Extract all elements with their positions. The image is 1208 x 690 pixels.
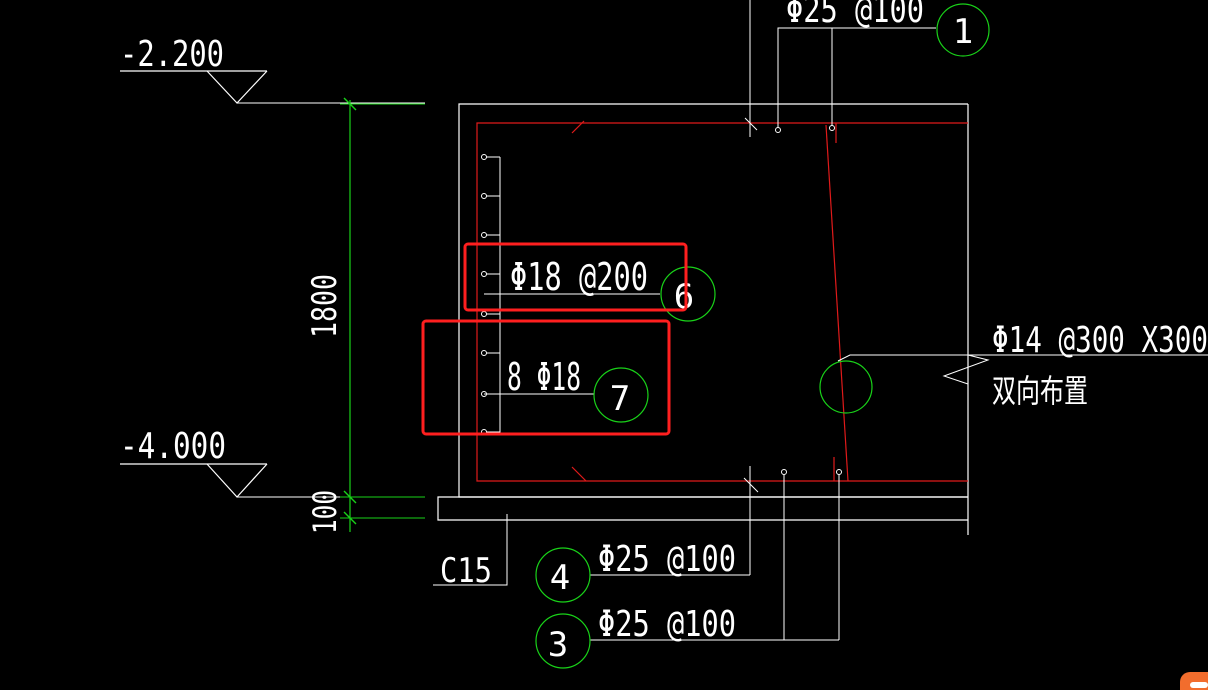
callout-circle-7 [593,367,649,423]
callout-mesh: Φ14 @300 X300 双向布置 [819,320,1208,414]
callout-circle-1 [936,3,990,57]
top-rebar-label: Φ25 @100 [786,0,924,31]
mesh-spec-label: Φ14 @300 X300 [992,320,1208,361]
dimension-height-label: 1800 [305,274,345,338]
callout-bottom-rebar: Φ25 @100 4 Φ25 @100 3 [535,466,842,669]
callout-side-distributed: Φ18 @200 6 [484,255,716,322]
callout-7-label: 7 [610,379,630,419]
bottom-rebar-b-label: Φ25 @100 [598,604,736,645]
callout-top-rebar: Φ25 @100 1 [744,0,990,137]
highlight-box-side-count [421,319,671,436]
callout-3-label: 3 [548,625,568,665]
bottom-rebar-a-label: Φ25 @100 [598,539,736,580]
elevation-marker-bottom: -4.000 [120,426,425,498]
callout-circle-mesh [819,360,873,414]
callout-4-label: 4 [550,558,570,598]
callout-circle-3 [535,613,591,669]
callout-circle-4 [535,547,591,603]
cushion-layer: C15 [433,496,968,591]
cushion-label: C15 [440,551,492,591]
elevation-top-label: -2.200 [120,34,224,75]
dimension-height: 1800 100 [305,97,425,534]
corner-badge-icon [1180,672,1208,690]
callout-side-count: 8 Φ18 7 [484,355,649,423]
rebar-cage [476,120,968,482]
side-count-label: 8 Φ18 [507,355,581,399]
callout-6-label: 6 [674,277,694,317]
callout-circle-6 [660,266,716,322]
highlight-box-side-distributed [463,242,688,312]
side-distributed-label: Φ18 @200 [510,255,648,299]
elevation-marker-top: -2.200 [120,34,425,104]
dimension-cushion-label: 100 [306,490,344,534]
mesh-note-label: 双向布置 [992,372,1088,410]
elevation-bottom-label: -4.000 [120,426,226,467]
callout-1-label: 1 [953,12,973,52]
